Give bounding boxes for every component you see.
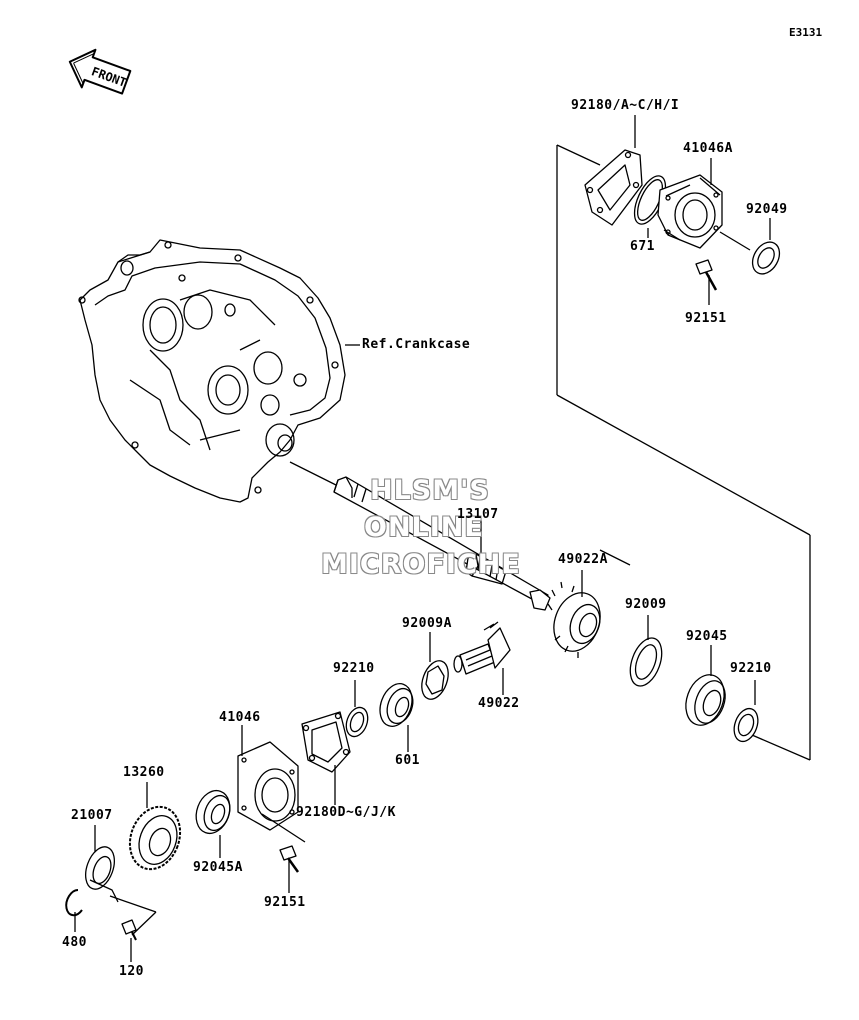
label-gasket-top: 92180/A~C/H/I — [571, 98, 680, 113]
bearing-mid-drawing — [379, 683, 414, 727]
label-gasket-bottom: 92180D~G/J/K — [296, 805, 396, 820]
diagram-code: E3131 — [789, 26, 823, 39]
label-oring: 671 — [630, 239, 655, 254]
housing-bottom-drawing — [237, 741, 299, 831]
label-gear: 13260 — [123, 765, 165, 780]
oil-seal-top-drawing — [751, 241, 781, 275]
pinion-drawing — [453, 621, 511, 675]
label-seal-mid: 92210 — [333, 661, 375, 676]
crankcase-drawing — [78, 239, 346, 503]
watermark-line3: MICROFICHE — [321, 549, 521, 580]
label-crankcase: Ref.Crankcase — [362, 337, 471, 352]
bolt-bottom-drawing — [279, 845, 300, 873]
label-bearing-right: 92045 — [686, 629, 728, 644]
gear-drawing — [128, 805, 182, 871]
label-bevel-gear: 49022A — [558, 552, 608, 567]
label-circlip: 480 — [62, 935, 87, 950]
label-bolt-top: 92151 — [685, 311, 727, 326]
label-plate: 21007 — [71, 808, 113, 823]
assembly-box-lines — [556, 144, 811, 761]
label-seal-right: 92210 — [730, 661, 772, 676]
label-housing-top: 41046A — [683, 141, 733, 156]
seal-mid-drawing — [345, 706, 369, 738]
output-shaft-drawing — [289, 461, 551, 611]
label-shaft: 13107 — [457, 507, 499, 522]
circlip-drawing — [65, 889, 83, 917]
washer-drawing — [629, 637, 663, 687]
bevel-gear-drawing — [547, 581, 601, 658]
label-bearing-mid: 601 — [395, 753, 420, 768]
label-bolt-bottom: 92151 — [264, 895, 306, 910]
label-pinion: 49022 — [478, 696, 520, 711]
shim-drawing — [421, 660, 449, 700]
front-arrow-icon: FRONT — [68, 48, 132, 95]
bolt-top-drawing — [695, 259, 718, 291]
bearing-right-drawing — [685, 674, 726, 726]
gasket-top-drawing — [584, 149, 643, 226]
seal-right-drawing — [733, 707, 759, 743]
label-bearing-a: 92045A — [193, 860, 243, 875]
watermark-line2: ONLINE — [364, 512, 484, 543]
label-washer: 92009 — [625, 597, 667, 612]
label-seal-top: 92049 — [746, 202, 788, 217]
label-housing-bottom: 41046 — [219, 710, 261, 725]
housing-top-drawing — [657, 174, 723, 249]
bearing-a-drawing — [195, 789, 231, 835]
gasket-bottom-drawing — [301, 711, 351, 773]
label-screw: 120 — [119, 964, 144, 979]
screw-drawing — [121, 919, 137, 941]
plate-drawing — [85, 846, 119, 903]
label-shim: 92009A — [402, 616, 452, 631]
watermark-line1: HLSM'S — [370, 475, 490, 506]
